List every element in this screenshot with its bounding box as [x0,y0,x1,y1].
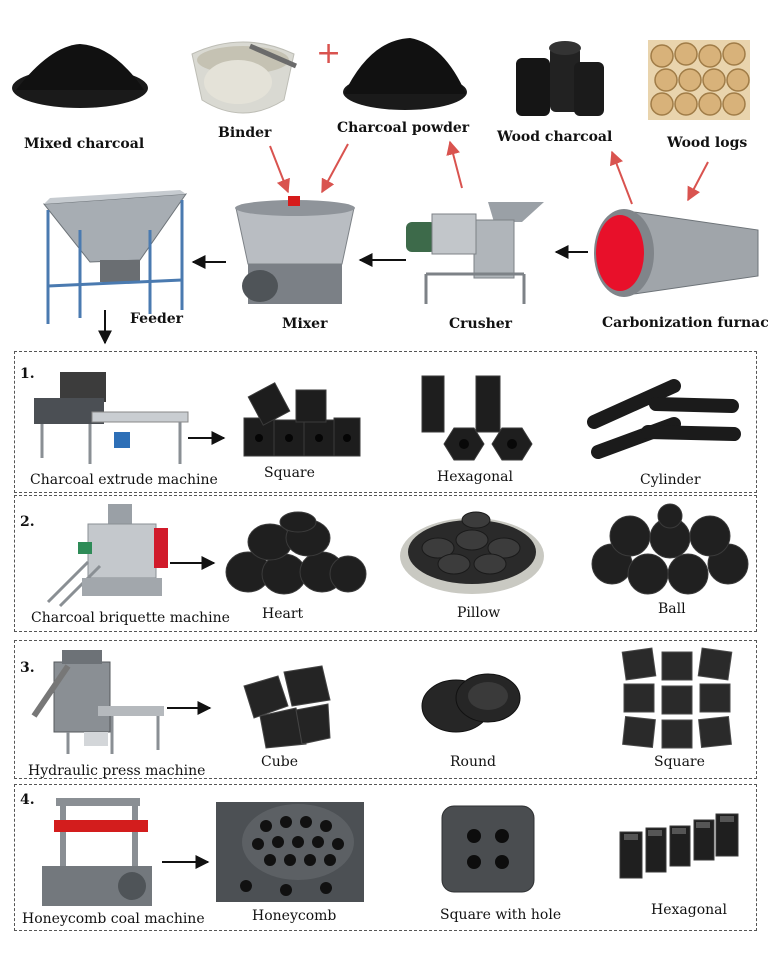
section-3-number: 3. [20,660,35,676]
product-square-briquettes [243,382,361,457]
section-4-machine-label: Honeycomb coal machine [22,911,205,927]
product-round-briquettes [421,673,521,733]
section-2-number: 2. [20,514,35,530]
charcoal-briquette-machine-image [46,504,168,608]
product-square-grid-briquettes [621,647,733,749]
section-1-product-2-label: Hexagonal [437,469,513,485]
feeder-label: Feeder [130,311,184,327]
arrow-binder-to-mixer [269,145,290,194]
product-pillow-briquettes [400,511,544,594]
arrow-furnace-to-charcoal [609,150,633,205]
wood-logs-image [648,40,750,120]
crusher-label: Crusher [449,316,513,332]
product-hexagonal-briquettes [421,375,533,461]
section-1-product-3-label: Cylinder [640,472,701,488]
section-2-machine-label: Charcoal briquette machine [31,610,230,626]
plus-sign: + [316,36,342,71]
section-4-product-1-label: Honeycomb [252,908,337,924]
section-3-product-1-label: Cube [261,754,298,770]
section-3-product-3-label: Square [654,754,705,770]
section-3-product-2-label: Round [450,754,496,770]
crusher-image [406,202,544,304]
wood-charcoal-image [516,41,604,116]
section-4-product-3-label: Hexagonal [651,902,727,918]
product-cylinder-briquettes [587,379,741,459]
mixed-charcoal-label: Mixed charcoal [24,136,145,152]
wood-logs-label: Wood logs [667,135,748,151]
binder-image [191,41,297,114]
hydraulic-press-machine-image [31,650,164,754]
charcoal-powder-label: Charcoal powder [337,120,470,136]
feeder-image [43,190,188,324]
charcoal-extrude-machine-image [34,372,189,464]
section-3-machine-label: Hydraulic press machine [28,763,206,779]
section-4-panel [14,784,757,931]
section-4-product-2-label: Square with hole [440,907,562,923]
mixer-image [235,196,355,304]
mixed-charcoal-image [12,44,148,108]
section-2-product-3-label: Ball [658,601,686,617]
section-2-panel [14,495,757,632]
section-2-product-1-label: Heart [262,606,304,622]
charcoal-powder-image [343,38,467,110]
product-cube-briquettes [243,665,331,749]
product-honeycomb-briquettes [216,802,364,902]
section-1-panel [14,351,757,493]
section-2-product-2-label: Pillow [457,605,501,621]
carbonization-furnace-image [594,209,759,297]
binder-label: Binder [218,125,272,141]
product-square-with-hole-briquette [441,805,535,893]
section-1-machine-label: Charcoal extrude machine [30,472,218,488]
section-3-panel [14,640,757,779]
section-4-number: 4. [20,792,35,808]
honeycomb-coal-machine-image [42,798,152,906]
section-1-product-1-label: Square [264,465,315,481]
arrow-powder-to-mixer [321,143,349,194]
carbonization-furnace-label: Carbonization furnace [602,315,768,331]
product-heart-briquettes [225,511,367,595]
wood-charcoal-label: Wood charcoal [497,129,613,145]
mixer-label: Mixer [282,316,328,332]
product-hexagonal-honeycomb-briquettes [619,813,739,879]
product-ball-briquettes [591,503,749,595]
arrow-logs-to-furnace [687,161,709,202]
section-1-number: 1. [20,366,35,382]
arrow-crusher-to-powder [446,140,463,189]
